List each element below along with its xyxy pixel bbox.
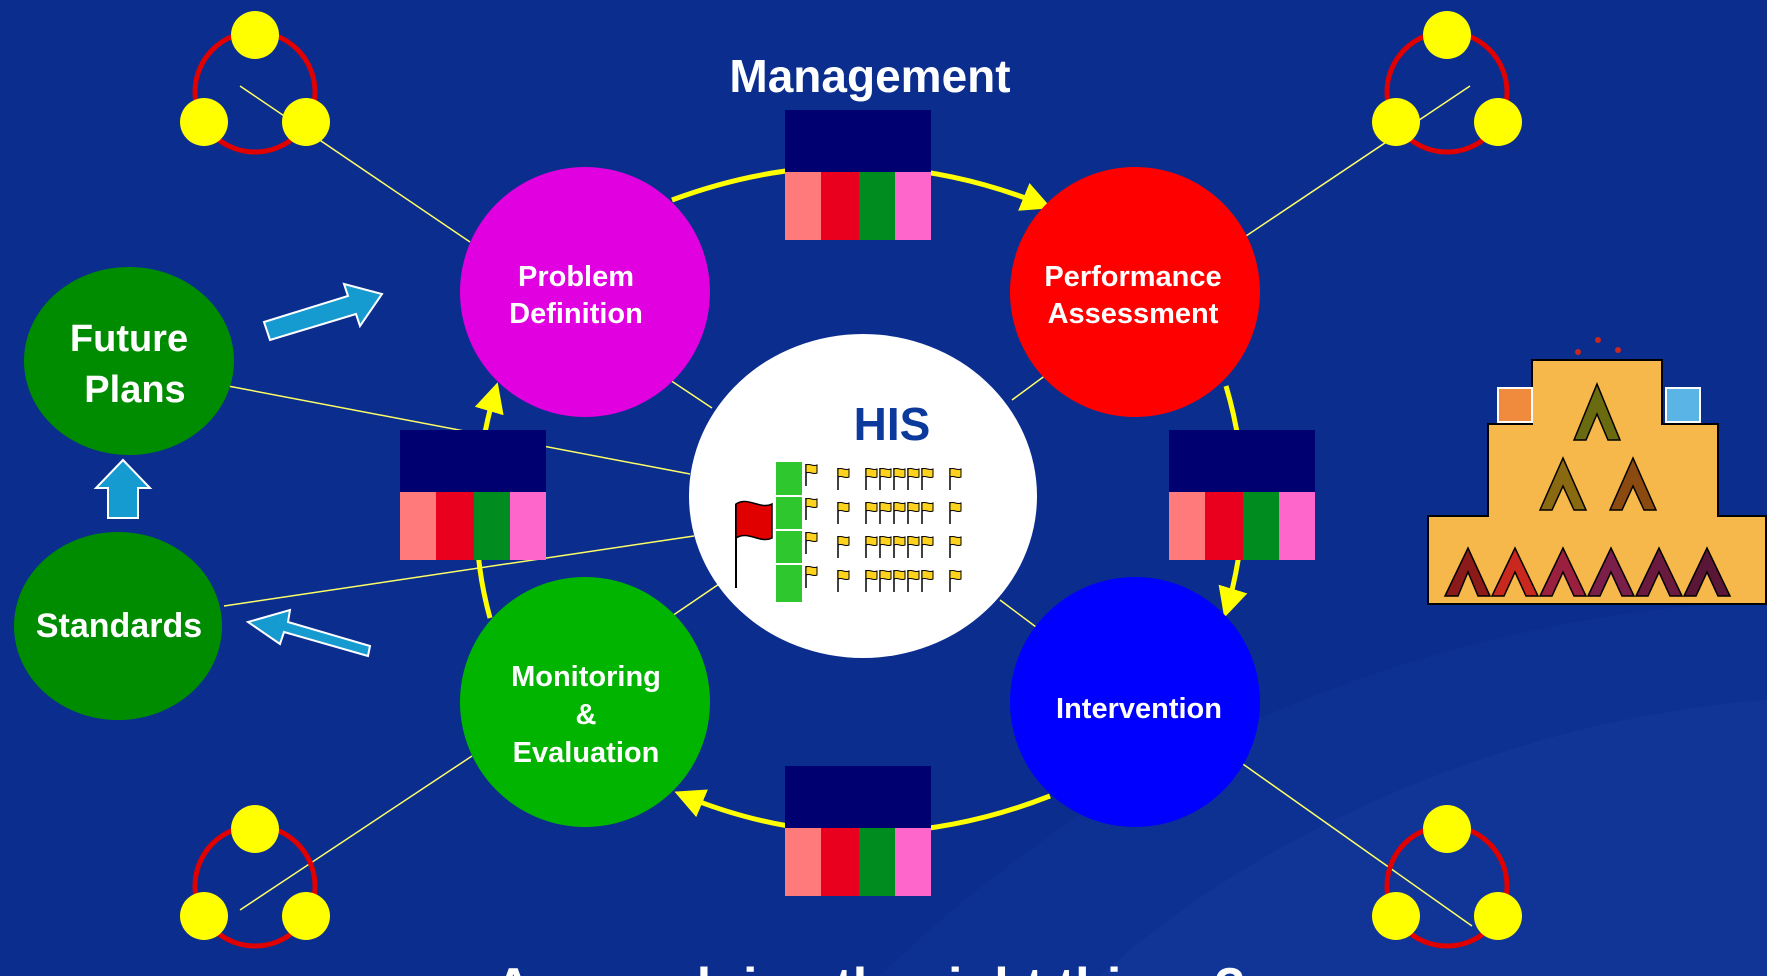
network-icon-top-left (180, 11, 330, 152)
node-label-line: Monitoring (511, 661, 661, 693)
node-circle (1010, 577, 1260, 827)
blue-arrow-up (93, 458, 153, 519)
node-label-line: Intervention (1056, 693, 1222, 725)
node-label-line: & (576, 699, 597, 731)
node-label-line: Future (70, 318, 188, 360)
node-circle (14, 532, 222, 720)
node-circle (460, 577, 710, 827)
node-intervention: Intervention (1010, 577, 1260, 827)
blue-arrow-to-problem (262, 282, 384, 342)
network-icon-top-right (1372, 11, 1522, 152)
node-circle (460, 167, 710, 417)
node-standards: Standards (14, 532, 222, 720)
background-swoosh (880, 600, 1767, 976)
bottom-question: Are we doing the right things? (494, 958, 1245, 976)
network-icon-bottom-left (180, 805, 330, 946)
node-monitoring-evaluation: Monitoring & Evaluation (460, 577, 710, 827)
data-block-right (1169, 430, 1315, 560)
blue-arrow-to-standards (245, 608, 372, 658)
his-hub: HIS (689, 334, 1037, 658)
node-circle (1010, 167, 1260, 417)
node-future-plans: Future Plans (24, 267, 234, 455)
node-label-line: Standards (36, 607, 202, 645)
data-block-bottom (785, 766, 931, 896)
flags-icon (735, 462, 962, 602)
node-label-line: Plans (84, 369, 185, 411)
hub-label: HIS (854, 398, 931, 450)
data-block-top (785, 110, 931, 240)
node-label-line: Evaluation (513, 737, 660, 769)
diagram-title: Management (729, 50, 1010, 102)
data-block-left (400, 430, 546, 560)
node-problem-definition: Problem Definition (460, 167, 710, 417)
node-label-line: Assessment (1048, 298, 1219, 330)
people-pyramid-illustration (1427, 337, 1767, 605)
node-label-line: Problem (518, 261, 634, 293)
node-performance-assessment: Performance Assessment (1010, 167, 1260, 417)
hub-circle (689, 334, 1037, 658)
connector-lines (223, 85, 1473, 927)
node-label-line: Performance (1044, 261, 1221, 293)
node-label-line: Definition (509, 298, 643, 330)
node-circle (24, 267, 234, 455)
